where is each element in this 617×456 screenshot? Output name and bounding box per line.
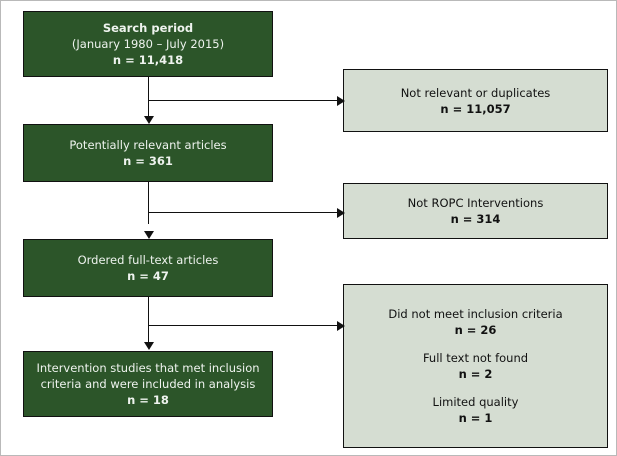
- node-line: Not ROPC Interventions: [407, 196, 544, 210]
- node-line: Search period: [102, 21, 194, 35]
- node-not-relevant-or-duplicates: Not relevant or duplicates n = 11,057: [343, 69, 608, 132]
- node-included-intervention-studies: Intervention studies that met inclusion …: [23, 351, 273, 417]
- node-line: n = 26: [454, 323, 497, 337]
- arrow-right-2: [337, 208, 345, 218]
- connector-vertical-2: [148, 182, 149, 224]
- node-line: n = 1: [458, 411, 493, 425]
- connector-horizontal-2: [148, 212, 344, 213]
- arrow-down-1: [144, 116, 154, 124]
- node-line: criteria and were included in analysis: [40, 377, 256, 391]
- connector-horizontal-1: [148, 100, 344, 101]
- node-line: n = 47: [127, 269, 169, 283]
- node-line: (January 1980 – July 2015): [71, 37, 225, 51]
- node-line: n = 361: [123, 154, 173, 168]
- arrow-down-3: [144, 342, 154, 350]
- connector-vertical-3: [148, 297, 149, 343]
- node-line: n = 314: [450, 212, 501, 226]
- node-line: Not relevant or duplicates: [400, 85, 551, 100]
- node-line: Potentially relevant articles: [69, 138, 227, 152]
- node-search-period: Search period (January 1980 – July 2015)…: [23, 11, 273, 77]
- node-not-ropc-interventions: Not ROPC Interventions n = 314: [343, 183, 608, 239]
- connector-horizontal-3: [148, 325, 344, 326]
- node-line: n = 2: [458, 367, 493, 381]
- node-line: Did not meet inclusion criteria: [388, 307, 563, 321]
- node-line: n = 18: [127, 393, 169, 407]
- arrow-right-1: [337, 96, 345, 106]
- connector-vertical-1: [148, 77, 149, 119]
- node-line: Intervention studies that met inclusion: [36, 361, 260, 375]
- node-ordered-full-text-articles: Ordered full-text articles n = 47: [23, 239, 273, 297]
- node-line: Full text not found: [422, 351, 529, 365]
- node-potentially-relevant-articles: Potentially relevant articles n = 361: [23, 124, 273, 182]
- arrow-down-2: [144, 231, 154, 239]
- arrow-right-3: [337, 321, 345, 331]
- node-line: Ordered full-text articles: [77, 253, 219, 267]
- node-excluded-full-text: Did not meet inclusion criteria n = 26 F…: [343, 284, 608, 448]
- node-line: n = 11,418: [112, 53, 184, 67]
- node-line: n = 11,057: [440, 101, 511, 116]
- node-line: Limited quality: [432, 395, 519, 409]
